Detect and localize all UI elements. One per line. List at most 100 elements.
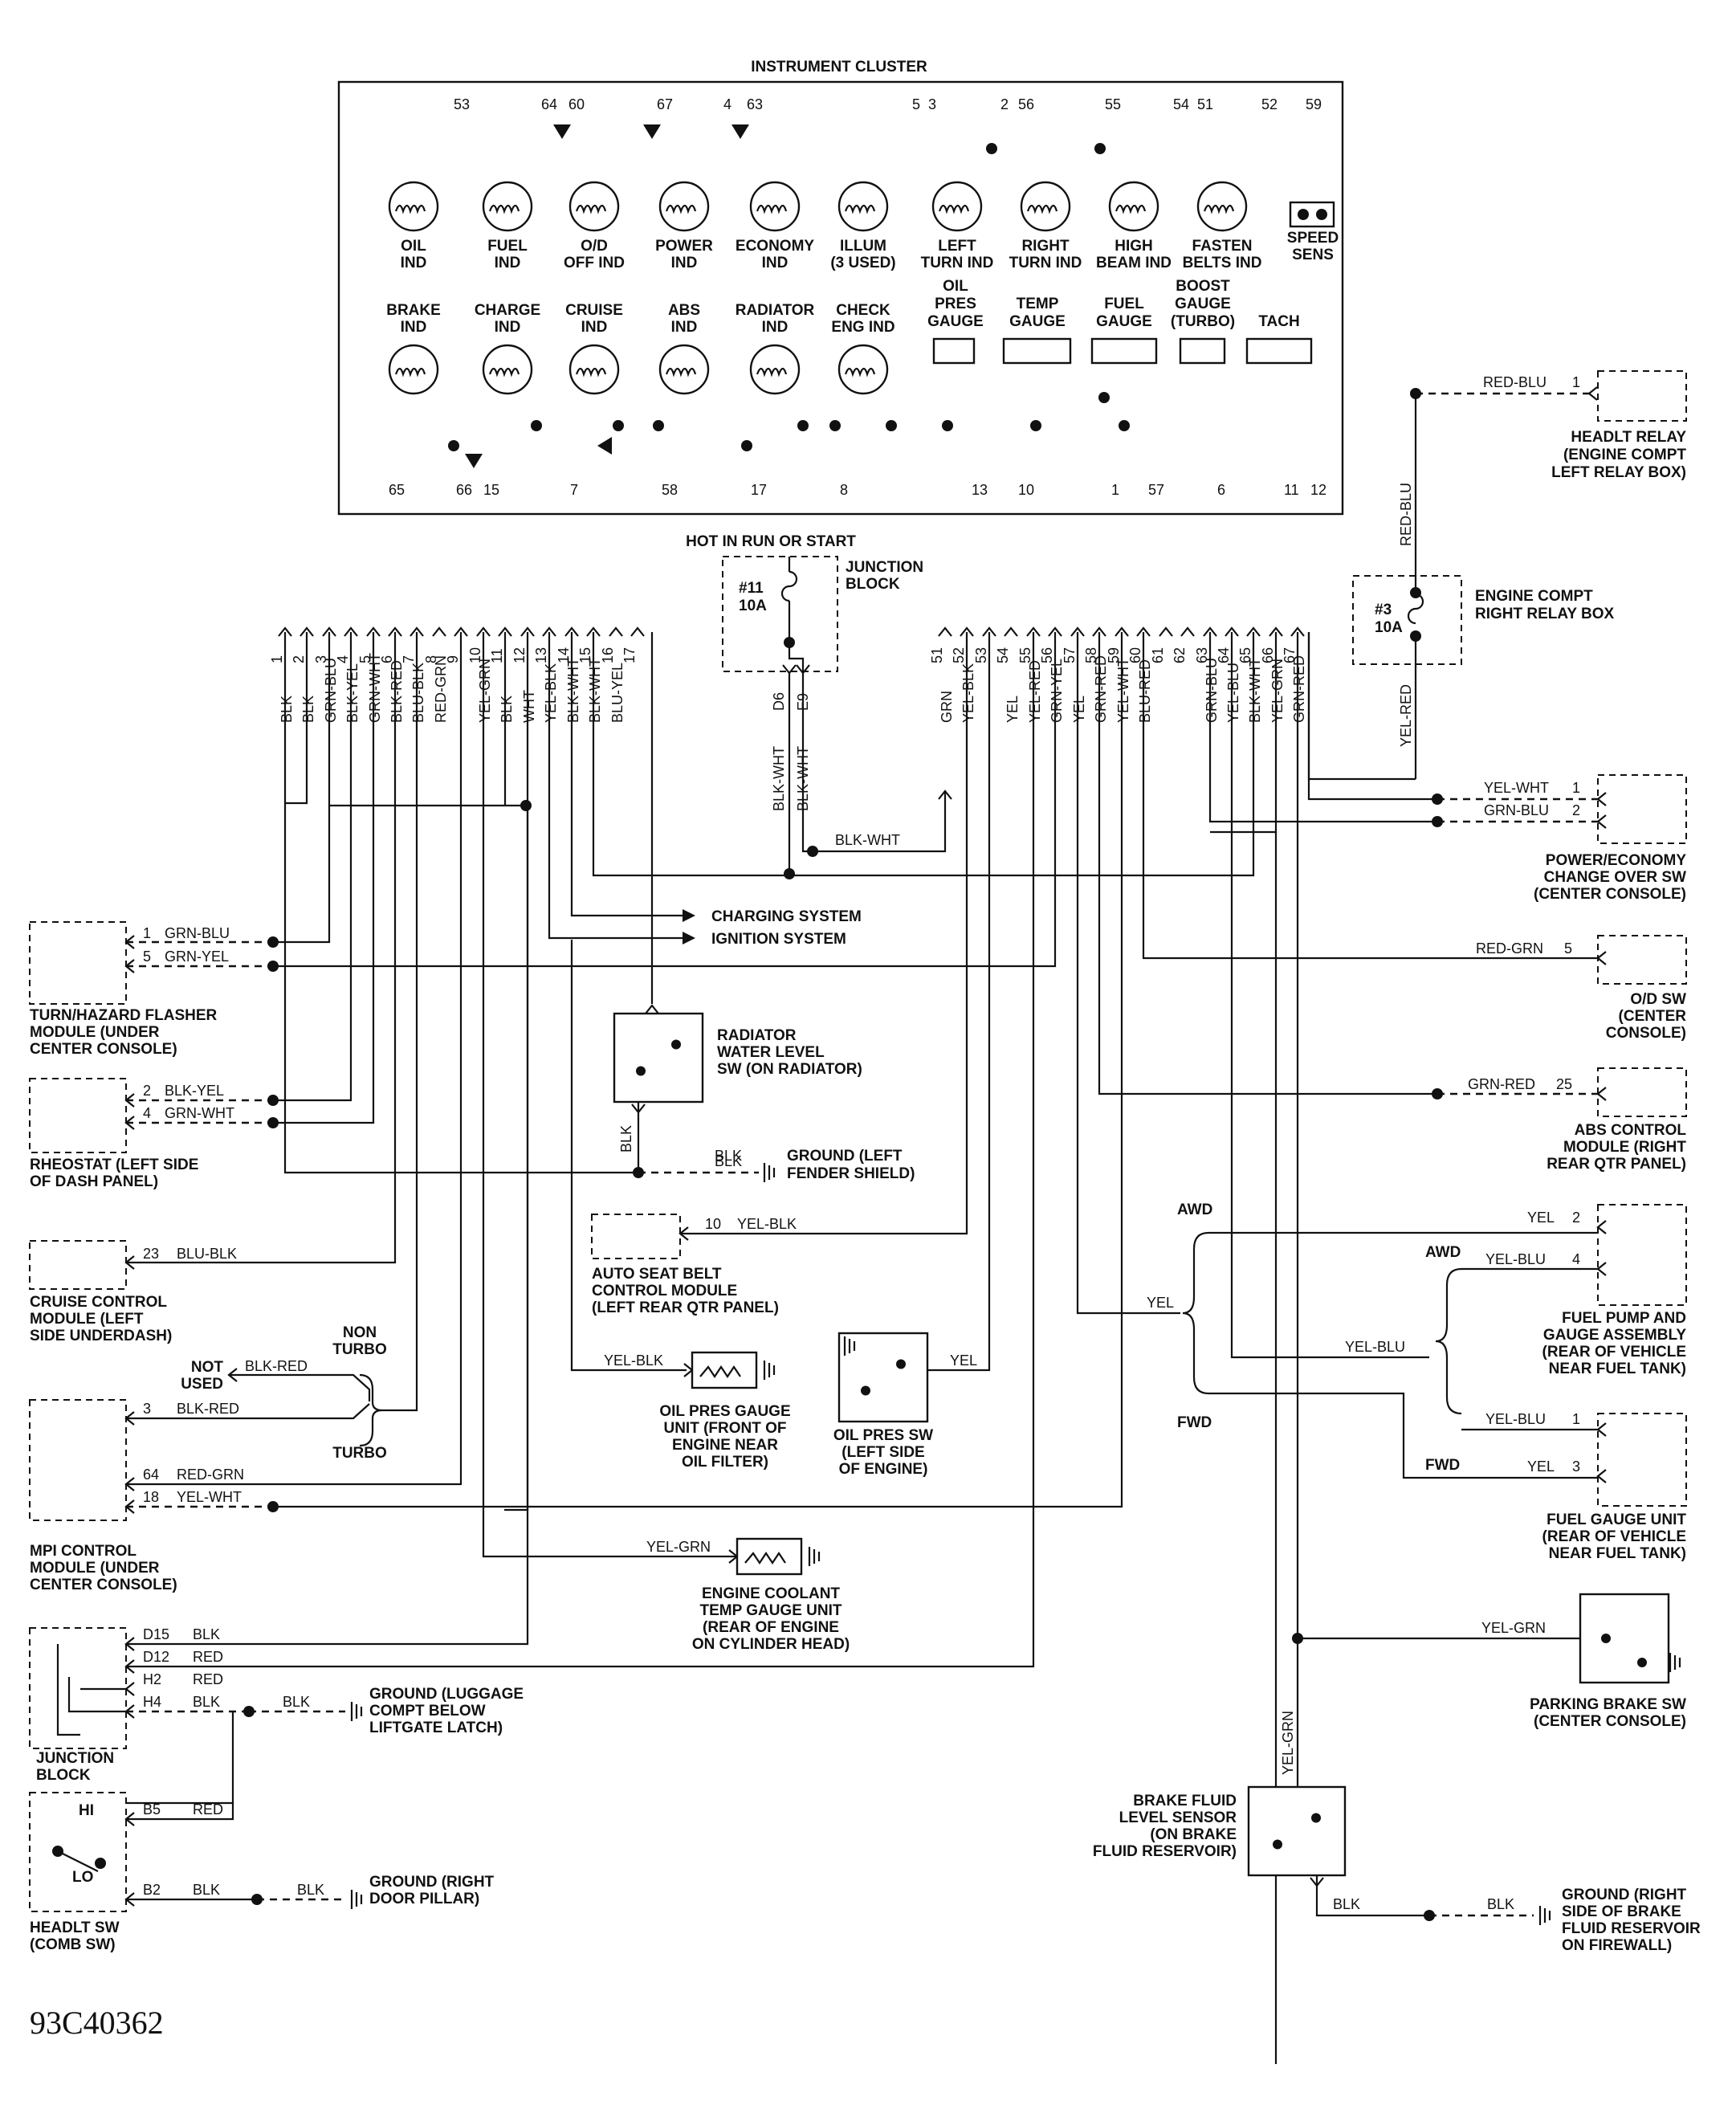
component-label: MODULE (LEFT	[30, 1311, 144, 1328]
component-label: ON CYLINDER HEAD)	[692, 1636, 850, 1653]
headlt-sw-box	[29, 1792, 127, 1912]
component-label: OF DASH PANEL)	[30, 1173, 158, 1190]
wire	[788, 643, 805, 673]
wire-color-label: RED	[193, 1671, 223, 1687]
wire-color-label: BLK	[279, 696, 295, 723]
connector-pin: 5	[357, 655, 373, 663]
connector-pin: 3	[313, 655, 329, 663]
fuel-gauge-unit	[1597, 1413, 1687, 1507]
wire-color-label: BLU-YEL	[609, 663, 626, 723]
cluster-top-pin: 56	[1018, 96, 1034, 112]
connector-chevron	[1587, 386, 1598, 401]
cluster-bottom-pin: 66	[456, 482, 472, 498]
gauge-label: FUEL	[1104, 296, 1144, 312]
wire-color-label: YEL-WHT	[1115, 658, 1131, 723]
brace-icon	[1182, 1231, 1209, 1395]
cluster-top-pin: 4	[723, 96, 731, 112]
lamp-label: RADIATOR	[736, 302, 815, 319]
component-label: LEFT RELAY BOX)	[1551, 464, 1686, 481]
connector-chevron	[344, 626, 358, 637]
component-label: TURN/HAZARD FLASHER	[30, 1007, 218, 1024]
lamp-label: FUEL	[487, 238, 528, 255]
rheostat-box	[29, 1078, 127, 1153]
fuel-pump-assembly	[1597, 1204, 1687, 1306]
connector-chevron	[1596, 792, 1607, 806]
connector-chevron	[609, 626, 623, 637]
wire	[789, 632, 1255, 877]
component-label: MODULE (UNDER	[30, 1560, 160, 1577]
connector-pin: 1	[1572, 780, 1580, 796]
gauge-label: BOOST	[1176, 278, 1230, 295]
lamp-label: IND	[671, 319, 698, 336]
wire	[1315, 1875, 1429, 1917]
component-layer	[29, 80, 1687, 1925]
wire	[285, 632, 308, 805]
wire-color-label: GRN-YEL	[165, 949, 229, 965]
ground-label: SIDE OF BRAKE	[1562, 1903, 1681, 1920]
component-label: NEAR FUEL TANK)	[1549, 1361, 1686, 1377]
connector-pin: 1	[1572, 1411, 1580, 1427]
cluster-title: INSTRUMENT CLUSTER	[751, 59, 927, 75]
connector-pin: 2	[1572, 1210, 1580, 1226]
wire-color-label: BLK-RED	[177, 1401, 239, 1417]
component-label: HEADLT SW	[30, 1919, 120, 1936]
gauge-label: GAUGE	[1175, 296, 1231, 312]
wire-color-label: BLK-WHT	[565, 658, 581, 723]
connector-pin: 5	[143, 949, 151, 965]
connector-pin: 3	[143, 1401, 151, 1417]
wire	[273, 806, 331, 944]
connector-chevron	[498, 626, 512, 637]
connector-pin: 13	[533, 647, 549, 663]
connector-pin: 9	[445, 655, 461, 663]
connector-pin: 14	[556, 647, 572, 663]
connector-chevron	[432, 626, 446, 637]
wire-color-label: WHT	[521, 690, 537, 723]
component-label: PARKING BRAKE SW	[1530, 1696, 1686, 1713]
connector-pin: 7	[401, 655, 417, 663]
component-label: SW (ON RADIATOR)	[717, 1061, 862, 1078]
splice-dot	[1432, 1088, 1443, 1099]
splice-dot	[986, 143, 997, 154]
junction-block-fuse-box	[722, 556, 838, 672]
connector-chevron	[630, 626, 645, 637]
splice-dot	[942, 420, 953, 431]
component-label: LEVEL SENSOR	[1119, 1809, 1237, 1826]
component-label: OIL FILTER)	[682, 1454, 768, 1471]
wire	[382, 632, 418, 1412]
cluster-top-pin: 55	[1105, 96, 1121, 112]
gauge-label: GAUGE	[1009, 313, 1066, 330]
wire-color-label: YEL-BLK	[960, 663, 976, 723]
connector-pin: 8	[423, 655, 439, 663]
gauge-label: TEMP	[1017, 296, 1059, 312]
connector-pin: 64	[143, 1467, 159, 1483]
component-label: CONTROL MODULE	[592, 1283, 737, 1299]
connector-pin: 65	[1237, 647, 1253, 663]
connector-chevron	[1596, 1469, 1607, 1483]
seat-belt-module	[591, 1214, 681, 1259]
splice-dot	[267, 1095, 279, 1106]
cluster-top-pin: 67	[657, 96, 673, 112]
wire-color-label: GRN-BLU	[165, 925, 230, 941]
wire	[1208, 1392, 1598, 1479]
instrument-cluster-box	[337, 80, 1344, 516]
fuse-label: 10A	[739, 598, 767, 614]
switch-label: HI	[79, 1802, 94, 1819]
gauge-label: OIL	[943, 278, 968, 295]
lamp-label: (3 USED)	[830, 255, 895, 271]
cluster-bottom-pin: 12	[1310, 482, 1326, 498]
connector-pin: 61	[1150, 647, 1166, 663]
component-label: (COMB SW)	[30, 1936, 116, 1953]
connector-pin: D6	[771, 692, 787, 711]
gauge-label: TACH	[1258, 313, 1299, 330]
splice-dot	[520, 800, 532, 811]
component-label: POWER/ECONOMY	[1546, 852, 1687, 869]
indicator-lamp-icon-filament	[394, 204, 426, 214]
wire-color-label: GRN-RED	[1291, 655, 1307, 723]
ground-label: FENDER SHIELD)	[787, 1165, 915, 1182]
mpi-control-module	[29, 1399, 127, 1521]
cluster-top-pin: 52	[1261, 96, 1278, 112]
radiator-water-level-switch	[613, 1012, 704, 1104]
component-label: FUEL GAUGE UNIT	[1547, 1511, 1686, 1528]
cruise-control-module	[29, 1240, 127, 1290]
splice-dot	[52, 1846, 63, 1857]
